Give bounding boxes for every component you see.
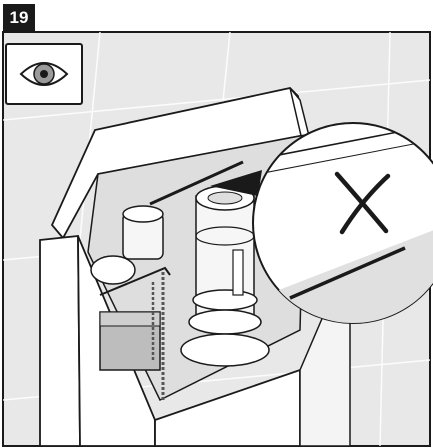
step-number-badge: 19 <box>3 4 35 32</box>
eye-icon <box>19 62 69 86</box>
view-indicator <box>5 43 83 105</box>
float-rod <box>99 266 171 296</box>
flush-valve-ring-2 <box>192 289 258 311</box>
cistern-base <box>154 368 301 446</box>
float-block-top <box>99 311 161 327</box>
inlet-float-arm <box>90 255 136 285</box>
flush-valve-ring-3 <box>188 309 262 335</box>
flush-valve-top-inner <box>207 191 243 205</box>
water-line <box>149 160 244 206</box>
inlet-valve-cap <box>122 205 164 223</box>
flush-valve-stem <box>232 249 244 296</box>
cistern <box>39 87 351 446</box>
cistern-left-wall <box>39 235 81 446</box>
callout-magnifier <box>210 122 433 324</box>
cross-mark-icon <box>334 171 391 235</box>
callout-water-line <box>289 246 406 300</box>
triangle-pointer-icon <box>210 170 262 196</box>
flush-valve-base <box>180 333 270 367</box>
callout-tank-wall <box>253 220 433 323</box>
